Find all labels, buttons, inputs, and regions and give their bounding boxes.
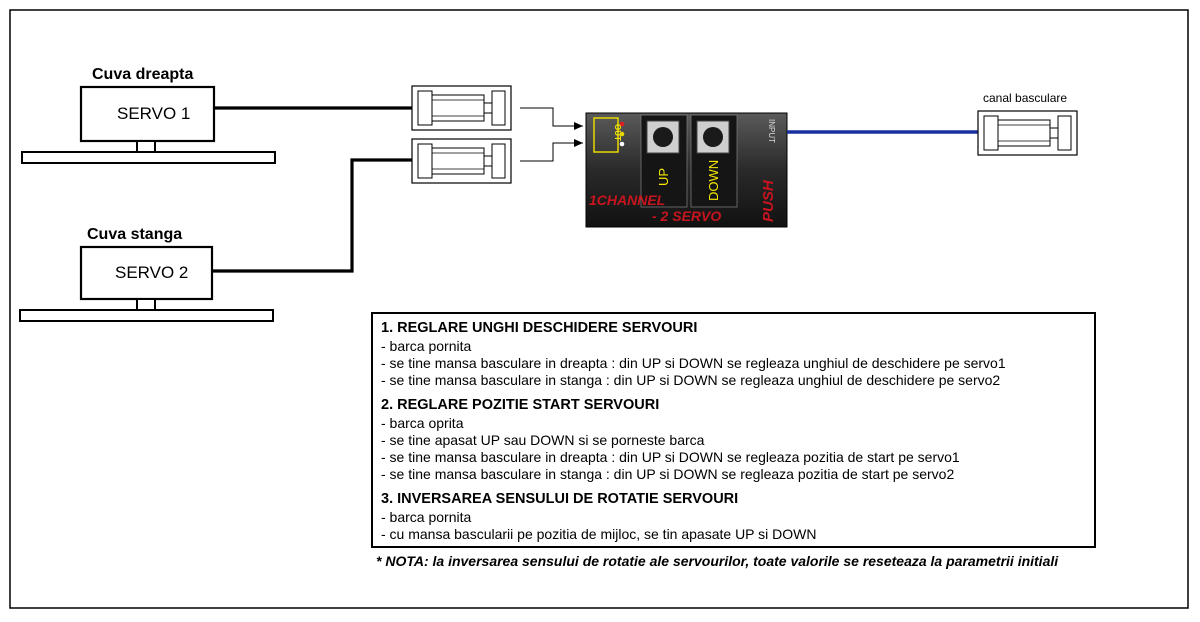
servo-1-base	[21, 151, 276, 164]
section-3-line: - barca pornita	[381, 509, 472, 525]
outer-frame	[9, 9, 1189, 609]
section-2-line: - se tine apasat UP sau DOWN si se porne…	[381, 432, 705, 448]
channel-line-2: - 2 SERVO	[652, 208, 722, 224]
section-1-line: - barca pornita	[381, 338, 472, 354]
section-2-line: - se tine mansa basculare in dreapta : d…	[381, 449, 960, 465]
servo-1-label: SERVO 1	[117, 104, 191, 123]
section-2-title: 2. REGLARE POZITIE START SERVOURI	[381, 397, 660, 413]
connector-1	[411, 85, 512, 131]
instructions-box: 1. REGLARE UNGHI DESCHIDERE SERVOURI - b…	[371, 312, 1096, 548]
servo-1-neck	[136, 140, 156, 153]
up-label: UP	[656, 167, 671, 186]
servo-1-graphic	[21, 85, 276, 164]
down-label: DOWN	[706, 159, 721, 201]
out-header	[593, 117, 619, 153]
connector-2	[411, 138, 512, 184]
section-1-line: - se tine mansa basculare in dreapta : d…	[381, 355, 1006, 371]
push-label: PUSH	[760, 180, 777, 222]
section-1-title: 1. REGLARE UNGHI DESCHIDERE SERVOURI	[381, 320, 698, 336]
section-3-line: - cu mansa bascularii pe pozitia de mijl…	[381, 526, 817, 542]
section-3-title: 3. INVERSAREA SENSULUI DE ROTATIE SERVOU…	[381, 491, 739, 507]
section-2-line: - barca oprita	[381, 415, 464, 431]
channel-label: canal basculare	[983, 91, 1068, 105]
note-text: * NOTA: la inversarea sensului de rotati…	[376, 553, 1059, 569]
servo-2-wire	[212, 158, 412, 273]
arrow-connector-2	[520, 139, 583, 162]
servo-2-body	[79, 245, 214, 301]
channel-line-1: 1CHANNEL	[589, 192, 666, 208]
out-label: OUT	[613, 124, 622, 141]
servo-2-label: SERVO 2	[115, 263, 189, 282]
servo-2-base	[19, 309, 274, 322]
servo-2-title: Cuva stanga	[87, 226, 183, 243]
servo-2-neck	[136, 298, 156, 311]
arrow-connector-1	[520, 107, 583, 130]
section-2-line: - se tine mansa basculare in stanga : di…	[381, 466, 955, 482]
servo-2-graphic	[19, 245, 274, 322]
section-1-line: - se tine mansa basculare in stanga : di…	[381, 372, 1001, 388]
connector-channel	[977, 110, 1078, 156]
controller-module	[585, 112, 788, 228]
input-label: INPUT	[767, 119, 776, 143]
servo-1-title: Cuva dreapta	[92, 66, 194, 83]
